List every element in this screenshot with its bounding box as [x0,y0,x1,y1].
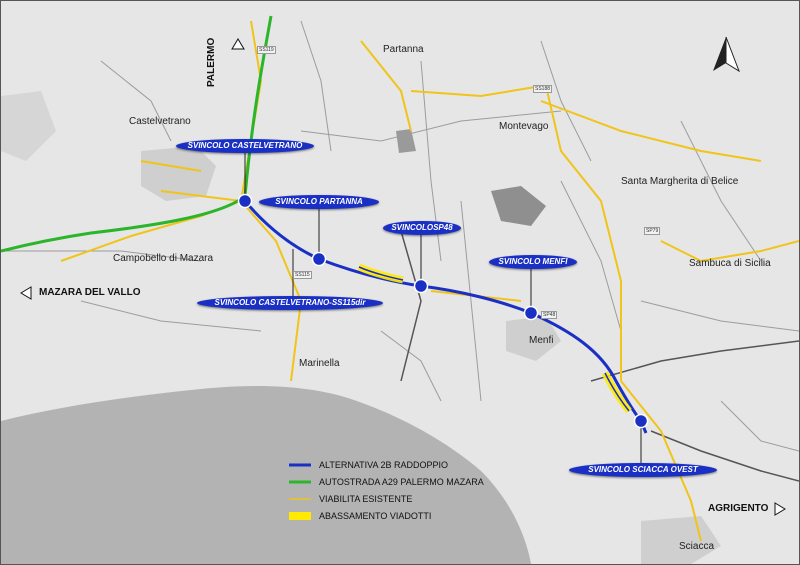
town-label-sciacca: Sciacca [679,541,715,552]
urban-sciacca [641,516,721,564]
urban-area-west [1,91,56,161]
town-label-castelvetrano: Castelvetrano [129,116,191,127]
secondary-roads [400,230,799,482]
legend-item-viabilita-esistente: VIABILITA ESISTENTE [289,492,412,506]
forest-area-2 [396,129,416,153]
callout-svincolo-menfi: SVINCOLO MENFI [489,255,577,269]
callout-svincolo-sp48: SVINCOLOSP48 [383,221,461,235]
road-shield-ss188: SS188 [533,85,553,93]
legend-graphics [289,463,311,520]
node-sciacca-ovest [633,413,649,429]
alternative-2b-route-overlay [358,266,630,412]
urban-castelvetrano [141,146,216,201]
urban-menfi [506,316,561,361]
town-label-montevago: Montevago [499,121,549,132]
callout-svincolo-castelvetrano-ss115dir: SVINCOLO CASTELVETRANO-SS115dir [197,296,383,310]
node-partanna [311,251,327,267]
legend-label: AUTOSTRADA A29 PALERMO MAZARA [319,477,484,487]
direction-label-palermo: PALERMO [206,37,217,87]
minor-roads [1,20,799,452]
legend-label: ALTERNATIVA 2B RADDOPPIO [319,460,449,470]
town-label-menfi: Menfi [529,335,554,346]
arrow-right-icon [774,502,786,516]
callout-svincolo-partanna: SVINCOLO PARTANNA [259,195,379,209]
arrow-left-icon [20,286,32,300]
town-label-campobello: Campobello di Mazara [113,253,214,264]
direction-label-agrigento: AGRIGENTO [708,503,769,514]
sea-area [1,386,531,564]
callout-svincolo-castelvetrano: SVINCOLO CASTELVETRANO [176,139,314,153]
callout-svincolo-sciacca-ovest: SVINCOLO SCIACCA OVEST [569,463,717,477]
legend-label: ABASSAMENTO VIADOTTI [319,511,432,521]
legend-item-alternativa-2b: ALTERNATIVA 2B RADDOPPIO [289,458,448,472]
town-label-santa-margherita: Santa Margherita di Belice [621,176,739,187]
interchange-nodes [237,193,649,429]
a29-motorway [1,15,273,253]
legend-item-abassamento-viadotti: ABASSAMENTO VIADOTTI [289,509,431,523]
road-shield-sp48: SP48 [541,311,558,319]
north-arrow-icon [713,36,740,73]
legend-item-autostrada-a29: AUTOSTRADA A29 PALERMO MAZARA [289,475,484,489]
town-label-marinella: Marinella [299,358,340,369]
town-label-sambuca: Sambuca di Sicilia [689,258,771,269]
road-shield-ss115: SS115 [293,271,312,279]
node-castelvetrano [237,193,253,209]
arrow-up-icon [231,38,245,50]
legend-label: VIABILITA ESISTENTE [319,494,413,504]
node-menfi [523,305,539,321]
leader-lines [244,153,642,463]
road-shield-sp79: SP79 [644,227,661,235]
road-shield-ss119: SS119 [257,46,276,54]
direction-label-mazara: MAZARA DEL VALLO [39,287,141,298]
town-label-partanna: Partanna [383,44,424,55]
forest-area [491,186,546,226]
node-sp48 [413,278,429,294]
